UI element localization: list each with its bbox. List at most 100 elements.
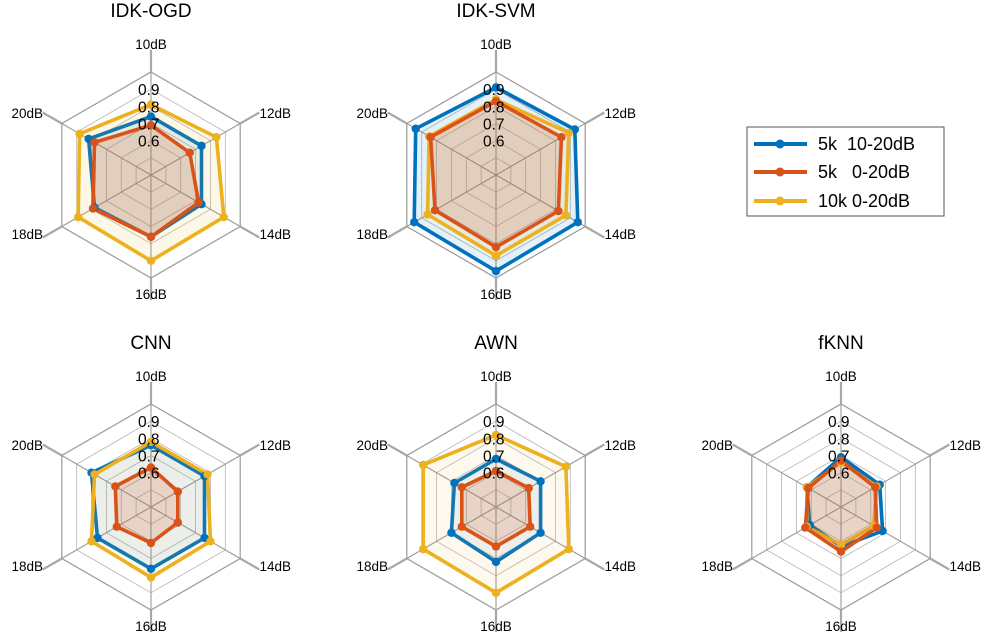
radial-tick-label: 0.8 [483,431,505,448]
data-point [87,537,96,546]
data-point [197,141,206,150]
data-point [88,204,98,213]
legend-label-1: 5k 10-20dB [818,134,915,154]
grid-spoke [150,455,241,508]
axis-extension [239,557,260,571]
axis-label: 16dB [480,287,512,302]
data-point [203,470,212,479]
data-point [74,212,83,222]
radial-tick-label: 0.9 [483,82,505,99]
data-point [457,483,466,492]
axis-label: 16dB [825,619,857,634]
radial-tick-label: 0.7 [483,117,505,134]
data-point [564,128,573,138]
axis-label: 18dB [11,559,43,574]
axis-label: 18dB [701,559,733,574]
data-point [457,522,466,531]
grid-spoke [61,455,152,508]
radial-tick-label: 0.9 [138,414,160,431]
grid-spoke [150,123,241,176]
data-point [194,198,203,207]
axis-label: 10dB [135,37,167,52]
data-point [90,138,99,147]
data-point [491,588,501,597]
axis-label: 10dB [825,369,857,384]
axis-label: 20dB [356,438,388,453]
axis-extension [42,225,63,239]
radial-tick-label: 0.6 [138,134,160,151]
axis-extension [387,443,408,457]
radial-tick-label: 0.6 [138,466,160,483]
data-point [146,121,156,130]
data-point [536,477,545,486]
data-point [836,456,846,465]
data-point [836,547,846,556]
radial-tick-label: 0.6 [828,466,850,483]
axis-label: 14dB [604,559,636,574]
data-point [219,212,228,222]
axis-extension [239,443,260,457]
grid-spoke [751,455,842,508]
axis-extension [42,111,63,125]
data-point [491,454,501,464]
axis-extension [584,225,605,239]
data-point [173,487,182,496]
axis-label: 14dB [949,559,981,574]
axis-label: 12dB [949,438,981,453]
panel-title: AWN [474,333,518,354]
panel-title: IDK-OGD [110,1,191,22]
data-point [491,557,501,567]
data-point [185,148,194,157]
data-point [430,206,440,215]
axis-label: 14dB [259,227,291,242]
axis-label: 20dB [11,106,43,121]
data-point [146,573,156,582]
axis-extension [584,443,605,457]
axis-extension [239,111,260,125]
axis-label: 20dB [11,438,43,453]
axis-extension [584,557,605,571]
legend-entry: 5k 0-20dB [754,162,910,182]
radial-tick-label: 0.6 [483,134,505,151]
data-point [536,528,545,537]
axis-label: 10dB [480,37,512,52]
axis-label: 12dB [604,106,636,121]
axis-label: 20dB [701,438,733,453]
axis-extension [387,111,408,125]
data-point [75,129,84,138]
axis-label: 16dB [480,619,512,634]
radial-tick-label: 0.7 [138,117,160,134]
axis-label: 14dB [259,559,291,574]
data-point [804,483,813,493]
grid-spoke [61,506,152,559]
data-point [146,256,156,265]
data-point [206,537,215,546]
axis-label: 12dB [259,106,291,121]
radar-panel: IDK-OGD0.60.70.80.910dB12dB14dB16dB18dB2… [11,1,291,302]
data-point [112,522,122,531]
panel-title: fKNN [818,333,863,354]
legend-label-3: 10k 0-20dB [818,191,910,211]
data-point [146,463,156,472]
data-point [491,83,501,92]
data-point [526,522,535,531]
data-point [491,251,501,260]
data-point [524,483,533,493]
radial-tick-label: 0.8 [483,99,505,116]
axis-label: 18dB [356,559,388,574]
data-point [491,97,501,106]
data-point [564,544,573,554]
axis-label: 18dB [11,227,43,242]
axis-label: 10dB [135,369,167,384]
data-point [491,542,501,551]
axis-extension [42,557,63,571]
data-point [111,482,120,491]
radial-tick-label: 0.7 [483,449,505,466]
radial-tick-label: 0.7 [828,449,850,466]
legend: 5k 10-20dB 5k 0-20dB 10k 0-20dB [746,126,945,217]
data-point [426,133,435,142]
data-point [561,211,571,220]
axis-extension [929,443,950,457]
